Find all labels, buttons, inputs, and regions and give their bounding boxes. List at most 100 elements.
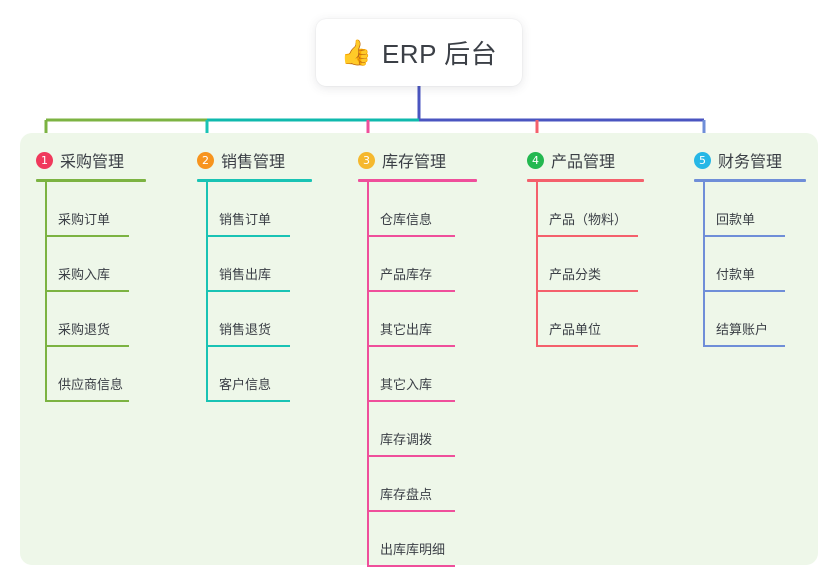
branch-item-label: 供应商信息 xyxy=(58,377,124,392)
branch-item-rule xyxy=(703,345,785,347)
branch-stem-line xyxy=(45,182,47,402)
branch-item-rule xyxy=(367,400,455,402)
branch-item-label: 回款单 xyxy=(716,212,756,227)
branch-item[interactable]: 其它出库 xyxy=(358,292,477,347)
branch-item-rule xyxy=(703,235,785,237)
branch-column-2: 2 销售管理销售订单销售出库销售退货客户信息 xyxy=(197,146,312,402)
branch-item-rule xyxy=(367,510,455,512)
branch-item-label: 其它出库 xyxy=(380,322,433,337)
branch-number-badge: 3 xyxy=(358,151,375,169)
branch-item[interactable]: 其它入库 xyxy=(358,347,477,402)
branch-item-label: 仓库信息 xyxy=(380,212,433,227)
branch-item-label: 客户信息 xyxy=(219,377,272,392)
branch-item[interactable]: 结算账户 xyxy=(694,292,806,347)
branch-item-rule xyxy=(206,400,290,402)
branch-item-rule xyxy=(45,345,129,347)
branch-item-label: 产品（物料） xyxy=(549,212,628,227)
thumbs-up-icon: 👍 xyxy=(340,38,372,67)
branch-item[interactable]: 销售退货 xyxy=(197,292,312,347)
branch-item-list: 产品（物料） 产品分类产品单位 xyxy=(527,182,644,347)
branch-item[interactable]: 采购入库 xyxy=(36,237,146,292)
branch-header-2[interactable]: 2 销售管理 xyxy=(197,146,312,174)
branch-stem-line xyxy=(703,182,705,347)
root-node-title: ERP 后台 xyxy=(381,39,498,69)
branch-title: 采购管理 xyxy=(60,154,125,171)
branch-stem-line xyxy=(206,182,208,402)
branch-item-list: 仓库信息产品库存其它出库其它入库库存调拨库存盘点出库库明细 xyxy=(358,182,477,567)
branch-header-4[interactable]: 4 产品管理 xyxy=(527,146,644,174)
branch-stem-line xyxy=(367,182,369,567)
branch-item-rule xyxy=(536,345,638,347)
branch-header-rule xyxy=(694,179,806,182)
branch-item-rule xyxy=(536,235,638,237)
branch-item-label: 产品分类 xyxy=(549,267,602,282)
branch-item-rule xyxy=(367,290,455,292)
branch-item[interactable]: 仓库信息 xyxy=(358,182,477,237)
branch-item-rule xyxy=(536,290,638,292)
branch-item-list: 采购订单采购入库采购退货供应商信息 xyxy=(36,182,146,402)
branch-title: 产品管理 xyxy=(551,154,616,171)
branch-item[interactable]: 产品分类 xyxy=(527,237,644,292)
branch-item-label: 销售退货 xyxy=(219,322,272,337)
branch-item-label: 采购订单 xyxy=(58,212,111,227)
branch-item-list: 回款单付款单结算账户 xyxy=(694,182,806,347)
branch-item[interactable]: 销售出库 xyxy=(197,237,312,292)
branch-item[interactable]: 产品（物料） xyxy=(527,182,644,237)
branch-item[interactable]: 销售订单 xyxy=(197,182,312,237)
branch-item-label: 销售出库 xyxy=(219,267,272,282)
branch-item[interactable]: 付款单 xyxy=(694,237,806,292)
branch-item-label: 其它入库 xyxy=(380,377,433,392)
branch-item[interactable]: 采购退货 xyxy=(36,292,146,347)
root-node[interactable]: 👍 ERP 后台 xyxy=(316,19,522,86)
branch-item-label: 出库库明细 xyxy=(380,542,446,557)
branches-panel xyxy=(20,133,818,565)
branch-item[interactable]: 库存调拨 xyxy=(358,402,477,457)
branch-item-label: 产品库存 xyxy=(380,267,433,282)
branch-item-rule xyxy=(206,345,290,347)
branch-header-1[interactable]: 1 采购管理 xyxy=(36,146,146,174)
branch-item-rule xyxy=(206,290,290,292)
branch-column-3: 3 库存管理仓库信息产品库存其它出库其它入库库存调拨库存盘点出库库明细 xyxy=(358,146,477,567)
branch-item-rule xyxy=(45,290,129,292)
branch-column-1: 1 采购管理采购订单采购入库采购退货供应商信息 xyxy=(36,146,146,402)
branch-item-rule xyxy=(367,345,455,347)
branch-item[interactable]: 产品单位 xyxy=(527,292,644,347)
branch-title: 库存管理 xyxy=(382,154,447,171)
branch-header-5[interactable]: 5 财务管理 xyxy=(694,146,806,174)
branch-item[interactable]: 产品库存 xyxy=(358,237,477,292)
branch-item-label: 库存调拨 xyxy=(380,432,433,447)
branch-number-badge: 5 xyxy=(694,151,711,169)
branch-item-label: 产品单位 xyxy=(549,322,602,337)
branch-column-5: 5 财务管理回款单付款单结算账户 xyxy=(694,146,806,347)
branch-item-rule xyxy=(367,455,455,457)
branch-header-rule xyxy=(36,179,146,182)
branch-title: 销售管理 xyxy=(221,154,286,171)
branch-header-rule xyxy=(527,179,644,182)
branch-item[interactable]: 供应商信息 xyxy=(36,347,146,402)
branch-item[interactable]: 出库库明细 xyxy=(358,512,477,567)
branch-item-label: 结算账户 xyxy=(716,322,769,337)
branch-header-rule xyxy=(197,179,312,182)
branch-header-3[interactable]: 3 库存管理 xyxy=(358,146,477,174)
branch-header-rule xyxy=(358,179,477,182)
branch-number-badge: 1 xyxy=(36,151,53,169)
branch-item[interactable]: 采购订单 xyxy=(36,182,146,237)
branch-item-rule xyxy=(703,290,785,292)
branch-item-label: 采购退货 xyxy=(58,322,111,337)
root-node-content: 👍 ERP 后台 xyxy=(341,34,497,71)
branch-item[interactable]: 回款单 xyxy=(694,182,806,237)
branch-item-rule xyxy=(367,235,455,237)
branch-title: 财务管理 xyxy=(718,154,783,171)
branch-item-label: 付款单 xyxy=(716,267,756,282)
branch-column-4: 4 产品管理产品（物料） 产品分类产品单位 xyxy=(527,146,644,347)
branch-number-badge: 4 xyxy=(527,151,544,169)
branch-item-rule xyxy=(367,565,455,567)
branch-item[interactable]: 客户信息 xyxy=(197,347,312,402)
branch-item[interactable]: 库存盘点 xyxy=(358,457,477,512)
branch-item-label: 销售订单 xyxy=(219,212,272,227)
branch-item-rule xyxy=(206,235,290,237)
branch-item-label: 库存盘点 xyxy=(380,487,433,502)
branch-number-badge: 2 xyxy=(197,151,214,169)
branch-item-rule xyxy=(45,400,129,402)
